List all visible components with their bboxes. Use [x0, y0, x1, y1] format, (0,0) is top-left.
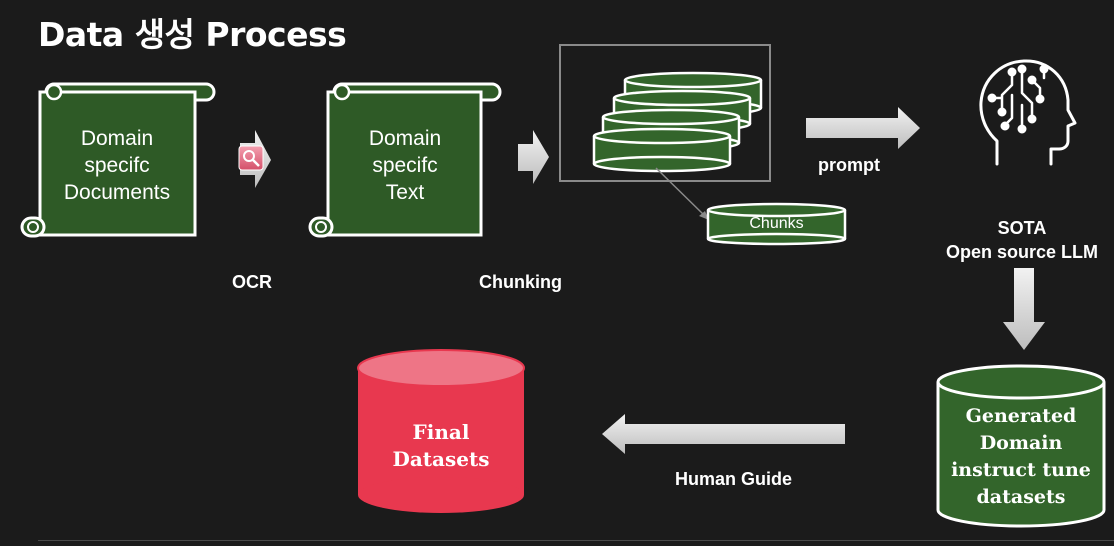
- ocr-arrow: [238, 130, 271, 188]
- chunk-stack-frame: [559, 44, 771, 182]
- text-line-1: Domain: [368, 127, 442, 150]
- chunks-disk: [706, 202, 847, 246]
- text-line-2: specifc: [372, 154, 438, 177]
- down-arrow: [1003, 268, 1045, 350]
- chunk-pointer-line: [655, 167, 706, 217]
- chunks-label: Chunks: [749, 215, 804, 232]
- human-guide-arrow: [602, 414, 845, 454]
- text-scroll: [308, 82, 502, 238]
- prompt-label: prompt: [818, 155, 880, 175]
- generated-line-3: instruct tune: [951, 459, 1091, 481]
- magnifier-icon: [238, 145, 264, 171]
- documents-scroll: [20, 82, 216, 238]
- text-label: Domain specifc Text: [330, 125, 480, 206]
- generated-line-2: Domain: [979, 432, 1063, 454]
- brain-circuit-head-icon: [979, 59, 1077, 166]
- generated-datasets-cylinder: [936, 364, 1106, 528]
- final-line-2: Datasets: [392, 447, 490, 471]
- llm-line-2: Open source LLM: [945, 242, 1098, 262]
- generated-line-4: datasets: [976, 486, 1066, 508]
- ocr-label: OCR: [232, 272, 272, 292]
- text-line-3: Text: [385, 181, 425, 204]
- generated-line-1: Generated: [965, 405, 1077, 427]
- llm-line-1: SOTA: [997, 218, 1047, 238]
- chunking-label: Chunking: [479, 272, 562, 292]
- prompt-arrow: [806, 107, 920, 149]
- generated-datasets-label: Generated Domain instruct tune datasets: [938, 403, 1104, 511]
- documents-line-3: Documents: [63, 181, 171, 204]
- documents-line-2: specifc: [84, 154, 150, 177]
- bottom-divider: [38, 540, 1114, 541]
- final-line-1: Final: [412, 420, 470, 444]
- final-datasets-label: Final Datasets: [358, 419, 524, 473]
- human-guide-label: Human Guide: [675, 469, 793, 489]
- chunk-stack: [592, 71, 763, 173]
- final-datasets-cylinder: [357, 349, 525, 513]
- page-title: Data 생성 Process: [38, 15, 347, 54]
- documents-line-1: Domain: [80, 127, 154, 150]
- llm-label: SOTA Open source LLM: [930, 216, 1114, 264]
- documents-label: Domain specifc Documents: [42, 125, 192, 206]
- chunking-arrow: [518, 130, 549, 184]
